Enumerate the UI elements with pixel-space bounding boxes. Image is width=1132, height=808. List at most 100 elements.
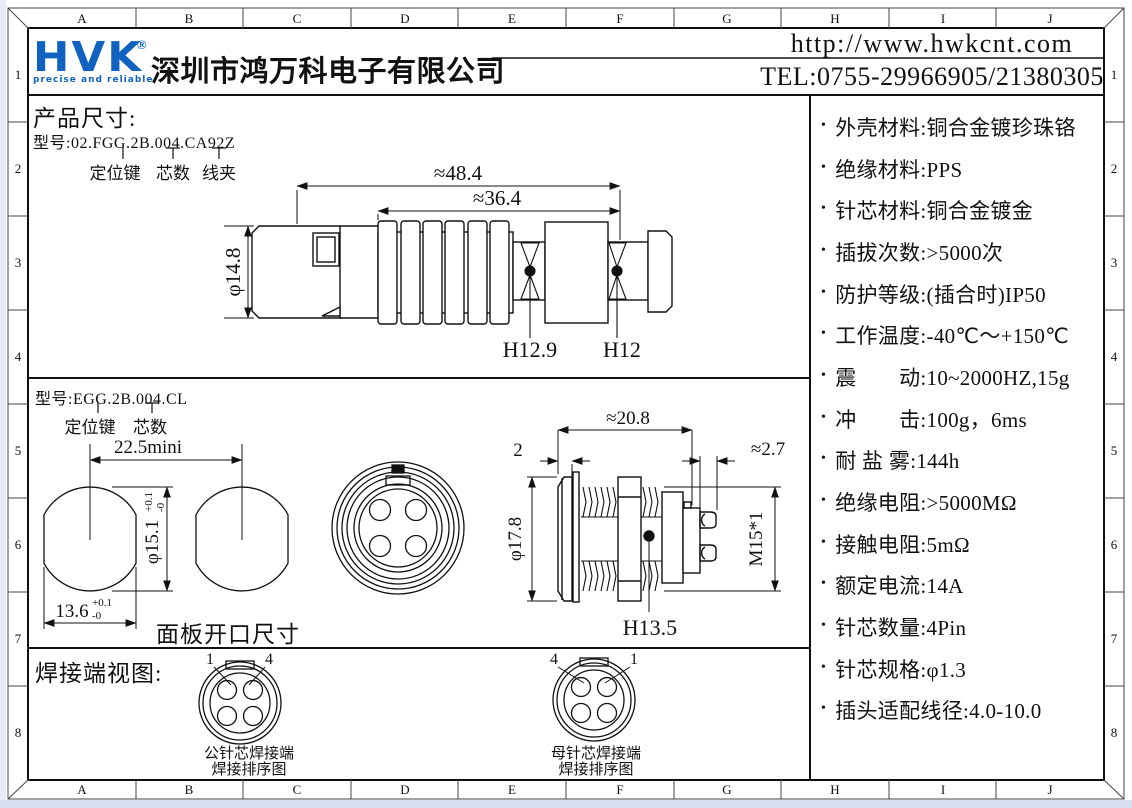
male-pin-right-label: 4 <box>265 651 273 668</box>
male-pin-left-label: 1 <box>206 651 214 668</box>
model1-legend-key: 定位键 <box>89 164 141 183</box>
spec-text: 针芯规格:φ1.3 <box>835 657 967 682</box>
panel-cutout-drawing: 22.5mini φ15.1 +0.1 -0 13.6 +0.1 -0 <box>43 437 289 629</box>
model1-number: 型号:02.FGG.2B.004.CA92Z <box>33 135 236 152</box>
female-pin-left-label: 4 <box>550 651 558 668</box>
socket-dim-rear-label: ≈2.7 <box>751 439 785 460</box>
thread-group-b <box>641 486 662 592</box>
telephone: TEL:0755-29966905/21380305 <box>760 62 1104 91</box>
socket-hex-label: H13.5 <box>623 615 677 640</box>
front-face-view-drawing <box>331 461 465 595</box>
company-logo: HVK® precise and reliable <box>33 33 153 86</box>
spec-item-pin-material: 针芯材料:铜合金镀金 <box>821 189 1103 231</box>
socket-side-view-drawing: ≈20.8 2 ≈2.7 φ17.8 M15*1 H13.5 <box>505 408 785 640</box>
spec-item-insulation-resistance: 绝缘电阻:>5000MΩ <box>821 481 1103 523</box>
logo-text: HVK <box>33 33 144 81</box>
hex-marker-mid <box>520 242 540 338</box>
svg-text:5: 5 <box>1111 443 1118 458</box>
spec-text: 工作温度:-40℃～+150℃ <box>835 324 1070 349</box>
socket-dim-flange-label: 2 <box>513 440 523 461</box>
dia-tol-upper: +0.1 <box>143 492 155 512</box>
hex-tip-label: H12 <box>603 337 641 362</box>
hex-mid-label: H12.9 <box>503 337 557 362</box>
spec-text: 插头适配线径:4.0-10.0 <box>835 699 1042 724</box>
model2-number: 型号:EGG.2B.004.CL <box>35 391 188 408</box>
border-frame <box>7 7 1125 800</box>
svg-text:2: 2 <box>1111 161 1118 176</box>
thread-group-a <box>581 486 618 592</box>
svg-text:F: F <box>616 11 623 26</box>
spec-item-working-temperature: 工作温度:-40℃～+150℃ <box>821 314 1103 356</box>
svg-text:8: 8 <box>1111 725 1118 740</box>
product-size-title: 产品尺寸: <box>33 106 137 131</box>
hex-marker-socket <box>643 530 655 542</box>
key-mark <box>391 464 405 474</box>
spec-item-insulation-material: 绝缘材料:PPS <box>821 148 1103 190</box>
female-caption-line1: 母针芯焊接端 <box>550 746 642 762</box>
male-caption-line1: 公针芯焊接端 <box>203 746 295 762</box>
flat-tol-lower: -0 <box>92 610 102 622</box>
dim-front-label: ≈36.4 <box>473 186 522 210</box>
svg-text:B: B <box>185 782 194 797</box>
male-caption-line2: 焊接排序图 <box>211 762 287 778</box>
spec-item-protection-rating: 防护等级:(插合时)IP50 <box>821 273 1103 315</box>
female-pin-right-label: 1 <box>630 651 638 668</box>
svg-text:G: G <box>722 11 731 26</box>
svg-text:3: 3 <box>15 255 22 270</box>
svg-text:I: I <box>941 782 945 797</box>
svg-text:2: 2 <box>15 161 22 176</box>
spec-item-pin-spec: 针芯规格:φ1.3 <box>821 648 1103 690</box>
spec-item-mating-cycles: 插拔次数:>5000次 <box>821 231 1103 273</box>
svg-text:E: E <box>508 11 516 26</box>
page-edge-bottom <box>0 800 1132 808</box>
spec-list: 外壳材料:铜合金镀珍珠铬 绝缘材料:PPS 针芯材料:铜合金镀金 插拔次数:>5… <box>821 106 1103 731</box>
spec-item-salt-spray: 耐 盐 雾:144h <box>821 440 1103 482</box>
spec-text: 震 动:10~2000HZ,15g <box>835 365 1070 390</box>
svg-text:A: A <box>77 11 87 26</box>
website-url: http://www.hwkcnt.com <box>790 29 1074 58</box>
svg-text:C: C <box>293 782 302 797</box>
page-edge-left <box>0 0 6 808</box>
svg-text:6: 6 <box>1111 537 1118 552</box>
spec-item-shell-material: 外壳材料:铜合金镀珍珠铬 <box>821 106 1103 148</box>
svg-text:J: J <box>1047 782 1052 797</box>
svg-text:8: 8 <box>15 725 22 740</box>
spec-text: 冲 击:100g，6ms <box>835 407 1027 432</box>
plug-side-view-drawing: ≈48.4 ≈36.4 φ14.8 H12.9 H12 <box>221 161 673 362</box>
keyway-notch <box>385 475 411 486</box>
spec-text: 防护等级:(插合时)IP50 <box>835 282 1046 307</box>
hex-marker-tip <box>608 242 627 338</box>
model2-legend-key: 定位键 <box>64 418 116 437</box>
dim-cutout-diameter-label: φ15.1 <box>142 520 163 564</box>
svg-text:H: H <box>830 11 839 26</box>
svg-text:7: 7 <box>1111 631 1118 646</box>
svg-text:3: 3 <box>1111 255 1118 270</box>
svg-text:D: D <box>400 782 409 797</box>
model1-legend-clamp: 线夹 <box>202 164 236 183</box>
model1-legend-leaders <box>122 146 226 159</box>
model2-legend-leaders <box>97 402 159 413</box>
svg-text:C: C <box>293 11 302 26</box>
svg-text:G: G <box>722 782 731 797</box>
spec-text: 额定电流:14A <box>835 574 964 599</box>
dim-flat-label: 13.6 <box>55 601 88 622</box>
svg-text:E: E <box>508 782 516 797</box>
spec-text: 绝缘电阻:>5000MΩ <box>835 491 1017 516</box>
spec-text: 针芯材料:铜合金镀金 <box>835 199 1034 224</box>
solder-view-male: 1 4 <box>198 651 282 745</box>
spec-text: 插拔次数:>5000次 <box>835 240 1004 265</box>
spec-item-cable-diameter: 插头适配线径:4.0-10.0 <box>821 690 1103 732</box>
spec-text: 接触电阻:5mΩ <box>835 532 970 557</box>
svg-text:4: 4 <box>15 349 22 364</box>
registered-mark: ® <box>136 37 147 52</box>
dim-pitch-label: 22.5mini <box>114 437 182 458</box>
spec-item-rated-current: 额定电流:14A <box>821 565 1103 607</box>
spec-item-pin-count: 针芯数量:4Pin <box>821 606 1103 648</box>
svg-text:B: B <box>185 11 194 26</box>
flat-tol-upper: +0.1 <box>92 597 112 609</box>
dia-tol-lower: -0 <box>155 502 167 512</box>
socket-dim-thread-label: M15*1 <box>746 512 767 567</box>
solder-view-female: 4 1 <box>550 651 638 742</box>
svg-text:6: 6 <box>15 537 22 552</box>
